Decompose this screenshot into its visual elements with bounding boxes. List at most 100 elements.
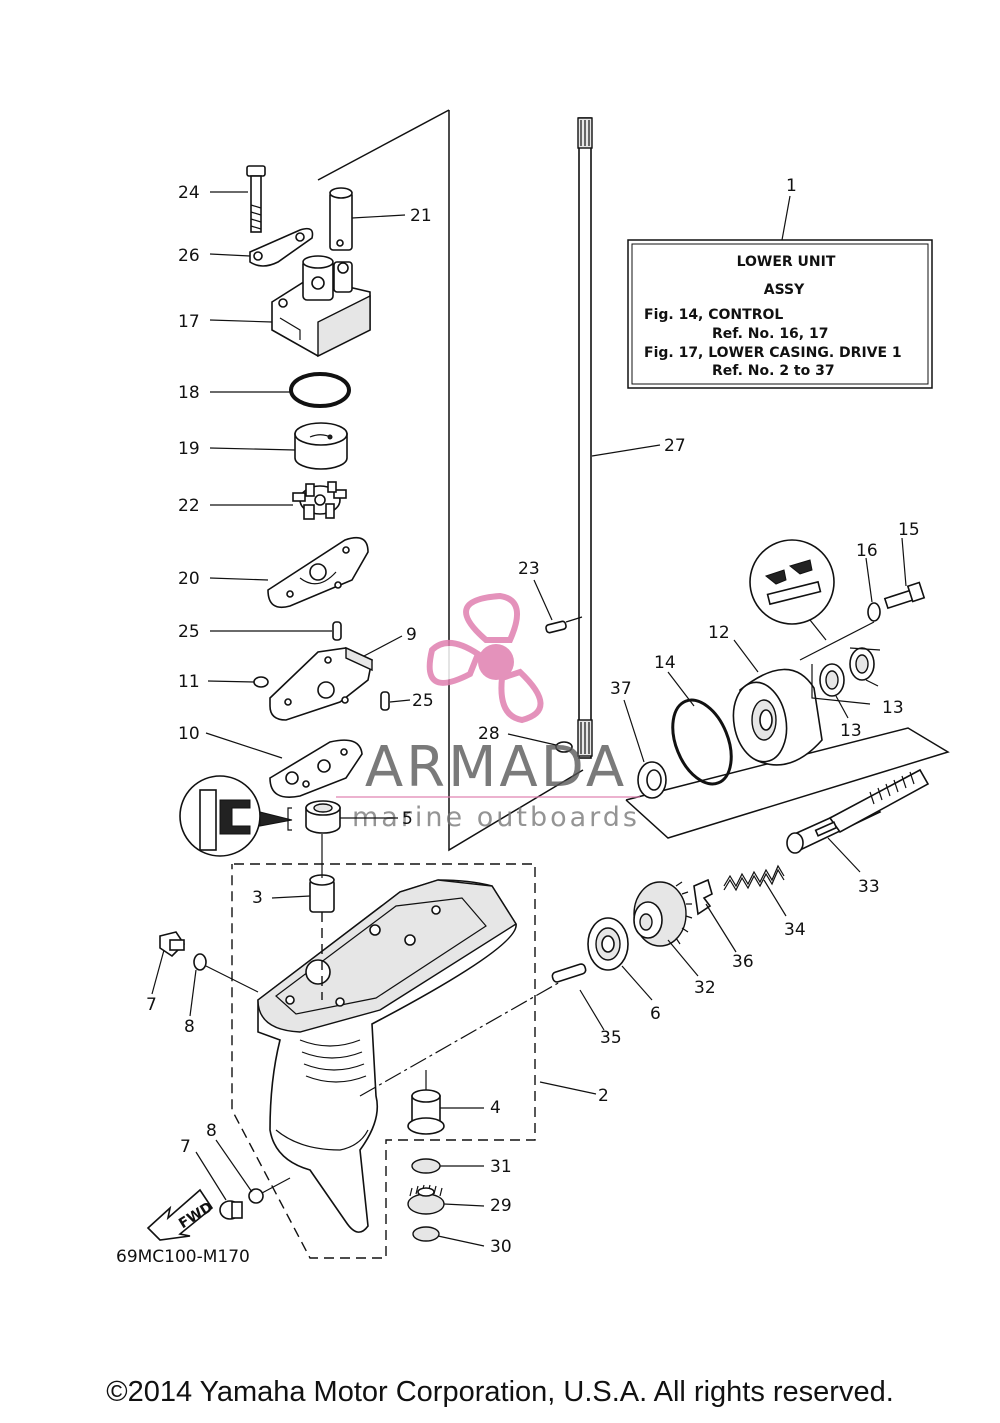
part-label-4: 4 (490, 1098, 501, 1118)
copyright-notice: ©2014 Yamaha Motor Corporation, U.S.A. A… (106, 1376, 894, 1408)
o-ring-11 (253, 676, 269, 688)
part-label-33: 33 (858, 877, 880, 897)
part-label-32: 32 (694, 978, 716, 998)
impeller-22 (292, 481, 347, 520)
part-label-31: 31 (490, 1157, 512, 1177)
insert-cartridge-19 (294, 422, 348, 470)
tube-21 (329, 187, 353, 251)
prop-shaft-group-outline (625, 727, 950, 839)
bushing-4 (407, 1089, 445, 1135)
bearing-housing-12 (732, 668, 823, 766)
part-label-37: 37 (610, 679, 632, 699)
part-label-15: 15 (898, 520, 920, 540)
part-label-1: 1 (786, 176, 797, 196)
part-label-7a: 7 (146, 995, 157, 1015)
leader-lines (151, 191, 907, 1247)
propeller-logo (426, 592, 544, 724)
bearing-6 (587, 917, 629, 971)
o-ring-14 (671, 698, 733, 786)
pump-housing-17 (271, 255, 371, 358)
clip-28 (555, 741, 573, 753)
info-box-ref2: Fig. 17, LOWER CASING. DRIVE 1 (644, 345, 902, 361)
plate-26 (249, 227, 314, 267)
part-label-20: 20 (178, 569, 200, 589)
part-label-13b: 13 (840, 721, 862, 741)
part-label-10: 10 (178, 724, 200, 744)
collar-3 (309, 874, 335, 913)
washer-16 (867, 602, 881, 622)
pin-35 (551, 963, 587, 983)
info-box-ref1-nums: Ref. No. 16, 17 (712, 326, 828, 342)
pin-25b (380, 691, 390, 711)
part-label-8a: 8 (184, 1017, 195, 1037)
lower-casing-body (257, 879, 517, 1233)
info-box-title-line2: ASSY (764, 282, 805, 298)
screw-7b (219, 1200, 243, 1220)
part-label-3: 3 (252, 888, 263, 908)
screw-7a (159, 931, 186, 958)
part-label-30: 30 (490, 1237, 512, 1257)
forward-gear-32 (633, 881, 693, 947)
part-label-6: 6 (650, 1004, 661, 1024)
part-label-25b: 25 (412, 691, 434, 711)
o-ring-18 (289, 372, 351, 408)
part-label-26: 26 (178, 246, 200, 266)
part-label-19: 19 (178, 439, 200, 459)
watermark-name: ARMADA (365, 735, 627, 800)
part-label-8b: 8 (206, 1121, 217, 1141)
nut-30 (412, 1226, 440, 1242)
part-label-13a: 13 (882, 698, 904, 718)
part-label-7b: 7 (180, 1137, 191, 1157)
washer-8a (193, 953, 207, 971)
info-box-title-line1: LOWER UNIT (737, 254, 836, 270)
part-label-28: 28 (478, 724, 500, 744)
part-label-23: 23 (518, 559, 540, 579)
bolt-24 (246, 165, 266, 233)
drive-shaft-27 (577, 117, 593, 759)
pump-base-9 (269, 646, 373, 721)
lower-casing-group-outline (231, 863, 536, 1259)
washer-8b (248, 1188, 264, 1204)
part-label-22: 22 (178, 496, 200, 516)
part-label-16: 16 (856, 541, 878, 561)
oil-seal-37 (637, 761, 667, 799)
detail-bubble-5 (179, 775, 293, 857)
part-label-34: 34 (784, 920, 806, 940)
part-label-21: 21 (410, 206, 432, 226)
gasket-10 (269, 739, 363, 798)
bearing-13a (819, 663, 845, 697)
part-label-18: 18 (178, 383, 200, 403)
part-label-9: 9 (406, 625, 417, 645)
bearing-5 (305, 800, 341, 834)
part-label-29: 29 (490, 1196, 512, 1216)
part-label-25a: 25 (178, 622, 200, 642)
spring-34 (723, 864, 785, 892)
pinion-29 (407, 1184, 445, 1215)
part-label-27: 27 (664, 436, 686, 456)
part-label-36: 36 (732, 952, 754, 972)
pin-25a (332, 621, 342, 641)
info-box-ref1: Fig. 14, CONTROL (644, 307, 783, 323)
bolt-15 (883, 581, 926, 610)
armada-watermark: ARMADA marine outboards (336, 592, 640, 833)
info-box: LOWER UNIT ASSY Fig. 14, CONTROL Ref. No… (627, 239, 933, 389)
part-label-5: 5 (402, 809, 413, 829)
part-label-12: 12 (708, 623, 730, 643)
part-number-labels: 1 24 21 26 17 18 19 27 22 15 16 20 23 12… (146, 176, 920, 1257)
part-label-14: 14 (654, 653, 676, 673)
part-label-35: 35 (600, 1028, 622, 1048)
info-box-ref2-nums: Ref. No. 2 to 37 (712, 363, 835, 379)
watermark-tagline: marine outboards (352, 802, 640, 833)
outer-plate-20 (267, 536, 369, 609)
part-label-17: 17 (178, 312, 200, 332)
diagram-code: 69MC100-M170 (116, 1247, 250, 1267)
detail-bubble-13 (749, 539, 835, 641)
part-label-24: 24 (178, 183, 200, 203)
part-label-2: 2 (598, 1086, 609, 1106)
pin-23 (545, 616, 583, 634)
fwd-arrow: FWD (146, 1188, 216, 1241)
washer-31 (411, 1158, 441, 1174)
part-label-11: 11 (178, 672, 200, 692)
bearing-13b (849, 647, 875, 681)
